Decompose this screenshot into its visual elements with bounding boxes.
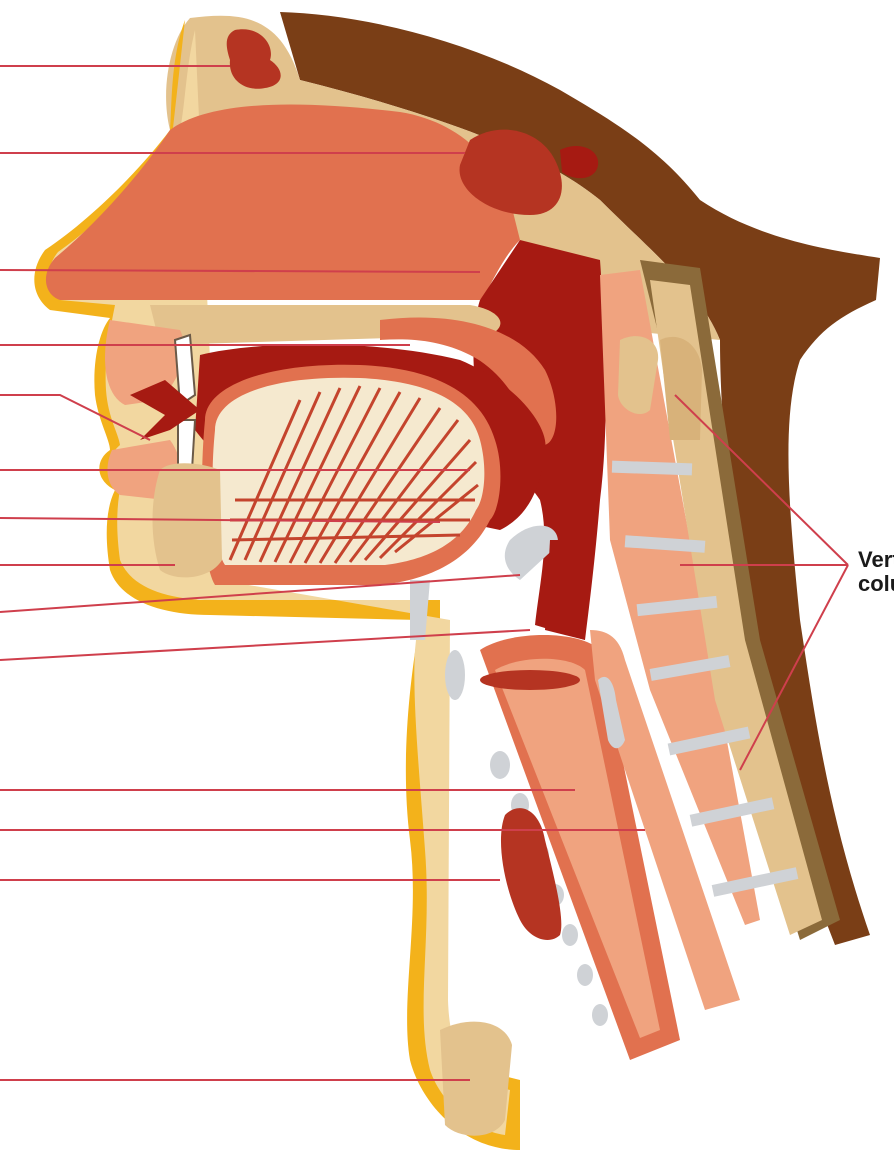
epiglottis bbox=[545, 540, 585, 640]
sternum bbox=[440, 1022, 512, 1136]
vertebral-column-label: Vertebral column bbox=[858, 548, 894, 596]
vocal-fold bbox=[480, 670, 580, 690]
incisor-lower bbox=[178, 420, 195, 470]
